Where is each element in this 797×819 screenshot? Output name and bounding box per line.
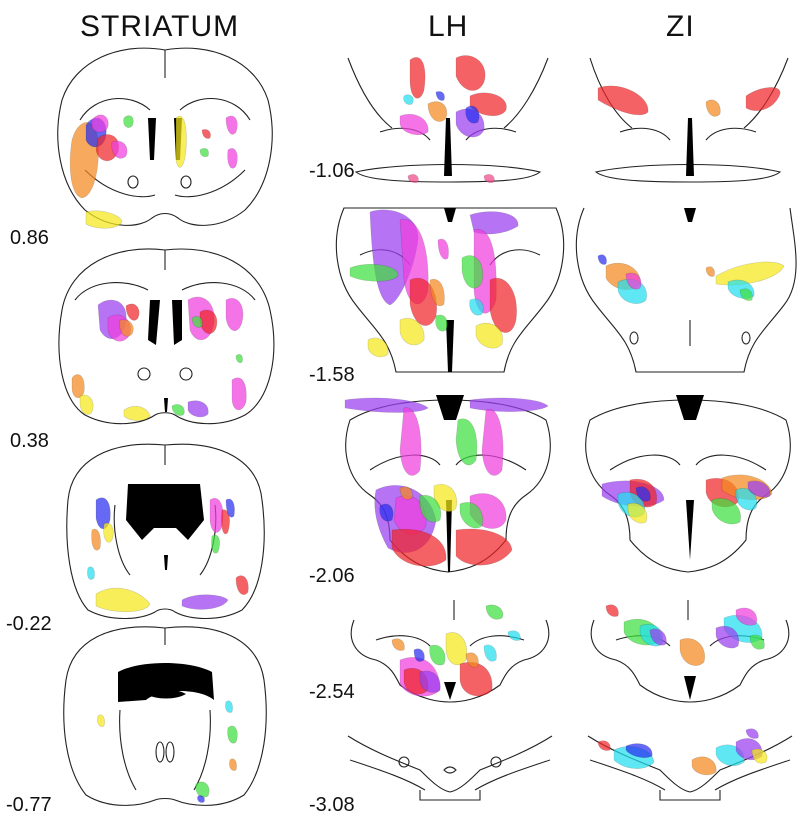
labeled-blob: [606, 605, 618, 617]
lh-section--3.08: [348, 736, 552, 800]
labeled-blob: [482, 409, 503, 475]
labeled-blob: [86, 211, 122, 228]
labeled-blob: [436, 315, 448, 331]
labeled-blob: [92, 115, 108, 132]
labeled-blob: [392, 639, 404, 651]
lh-section--1.06: [348, 55, 548, 182]
lh-section--2.54: [351, 600, 549, 702]
labeled-blob: [188, 401, 208, 417]
labeled-blob: [508, 631, 520, 641]
labeled-blob: [228, 726, 238, 743]
labeled-blob: [368, 338, 388, 357]
labeled-blob: [680, 638, 705, 665]
labeled-blob: [124, 116, 134, 128]
labeled-blob: [716, 262, 784, 285]
labeled-blob: [746, 87, 780, 110]
labeled-blob: [345, 398, 428, 413]
labeled-blob: [392, 529, 446, 566]
labeled-blob: [232, 378, 246, 410]
labeled-blob: [486, 605, 503, 619]
labeled-blob: [410, 57, 425, 98]
zi-section--2.06: [586, 395, 791, 572]
labeled-blob: [72, 374, 84, 397]
labeled-blob: [126, 304, 139, 320]
labeled-blob: [706, 267, 715, 277]
labeled-blob: [456, 419, 477, 465]
labeled-blob: [176, 116, 186, 167]
labeled-blob: [746, 729, 758, 739]
labeled-blob: [87, 567, 94, 580]
labeled-blob: [490, 278, 517, 333]
labeled-blob: [211, 535, 219, 553]
labeled-blob: [484, 645, 496, 661]
labeled-blob: [228, 148, 238, 168]
zi-section--2.54: [591, 600, 789, 702]
striatum-section-0.86: [58, 48, 272, 228]
labeled-blob: [430, 645, 445, 665]
labeled-blob: [104, 523, 114, 542]
labeled-blob: [598, 741, 610, 751]
labeled-blob: [202, 129, 211, 138]
striatum-section--0.77: [64, 627, 266, 806]
labeled-blob: [210, 498, 223, 532]
labeled-blob: [706, 100, 720, 116]
labeled-blob: [404, 95, 414, 105]
labeled-blob: [428, 102, 447, 122]
labeled-blob: [97, 715, 104, 727]
labeled-blob: [196, 782, 209, 797]
lh-section--2.06: [345, 395, 550, 572]
labeled-blob: [182, 595, 228, 610]
labeled-blob: [226, 298, 243, 330]
labeled-blob: [124, 406, 150, 420]
labeled-blob: [236, 576, 248, 595]
labeled-blob: [226, 116, 237, 134]
labeled-blob: [400, 408, 421, 476]
labeled-blob: [456, 529, 512, 565]
labeled-blob: [438, 239, 449, 259]
labeled-blob: [229, 759, 236, 771]
labeled-blob: [470, 398, 548, 412]
labeled-blob: [200, 148, 209, 156]
striatum-section-0.38: [59, 249, 274, 424]
labeled-blob: [96, 588, 150, 612]
labeled-blob: [400, 114, 428, 135]
labeled-blob: [470, 299, 484, 315]
lh-section--1.58: [336, 208, 563, 372]
zi-section--1.06: [590, 58, 788, 182]
striatum-section--0.22: [67, 444, 264, 618]
labeled-blob: [598, 86, 648, 115]
zi-section--3.08: [588, 729, 792, 800]
labeled-blob: [225, 701, 232, 713]
labeled-blob: [436, 91, 445, 100]
labeled-blob: [598, 255, 607, 265]
labeled-blob: [80, 395, 93, 414]
labeled-blob: [92, 529, 101, 550]
labeled-blob: [456, 55, 485, 90]
labeled-blob: [446, 632, 467, 664]
labeled-blob: [460, 662, 492, 696]
labeled-blob: [692, 757, 716, 775]
labeled-blob: [236, 354, 243, 362]
zi-section--1.58: [576, 208, 796, 372]
